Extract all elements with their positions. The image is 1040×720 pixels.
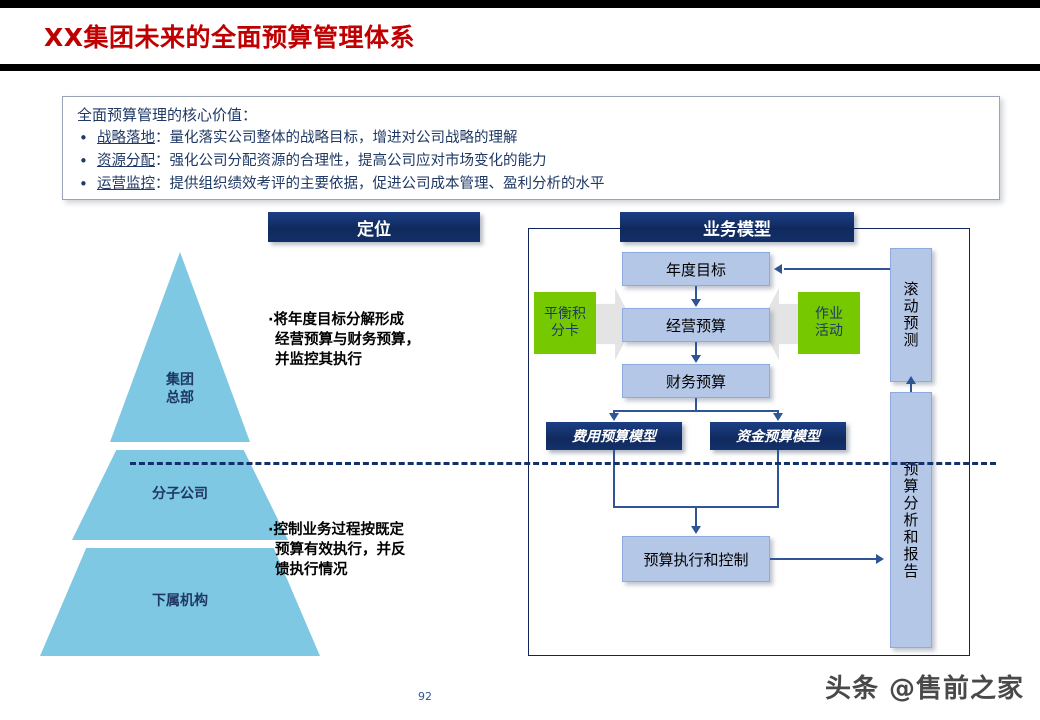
- flow-box-budget-execution: 预算执行和控制: [622, 536, 770, 582]
- header-top-rule: [0, 0, 1040, 8]
- connector-fund-down: [777, 450, 779, 508]
- list-item: • 战略落地 ： 量化落实公司整体的战略目标，增进对公司战略的理解: [79, 127, 605, 150]
- positioning-bullet-upper: ·将年度目标分解形成 经营预算与财务预算， 并监控其执行: [268, 310, 478, 370]
- arrow-down-icon: [773, 413, 783, 421]
- core-value-list: • 战略落地 ： 量化落实公司整体的战略目标，增进对公司战略的理解 • 资源分配…: [79, 127, 605, 196]
- pyramid-label-line2: 总部: [166, 389, 194, 406]
- activity-line2: 活动: [815, 323, 843, 339]
- business-model-frame: [528, 228, 970, 656]
- flow-box-rolling-forecast: 滚动预测: [890, 248, 932, 382]
- section-banner-positioning: 定位: [268, 212, 480, 242]
- list-item: • 资源分配 ： 强化公司分配资源的合理性，提高公司应对市场变化的能力: [79, 150, 605, 173]
- connector-analysis-to-rolling: [910, 382, 912, 392]
- balanced-scorecard-line1: 平衡积: [544, 306, 586, 323]
- chip-expense-budget-model: 费用预算模型: [546, 422, 682, 450]
- bullet-line: 经营预算与财务预算，: [275, 332, 420, 348]
- page-number: 92: [418, 690, 432, 703]
- core-value-keyword: 运营监控: [97, 176, 155, 192]
- arrow-down-icon: [691, 299, 701, 307]
- arrow-up-icon: [906, 376, 916, 384]
- core-value-title: 全面预算管理的核心价值：: [77, 106, 258, 124]
- list-item: • 运营监控 ： 提供组织绩效考评的主要依据，促进公司成本管理、盈利分析的水平: [79, 173, 605, 196]
- activity-box: 作业 活动: [798, 292, 860, 354]
- connector-financial-split: [613, 410, 779, 412]
- arrow-down-icon: [609, 413, 619, 421]
- pyramid-label-line1: 集团: [166, 372, 194, 388]
- core-value-callout: 全面预算管理的核心价值： • 战略落地 ： 量化落实公司整体的战略目标，增进对公…: [62, 96, 1000, 200]
- connector-expense-down: [613, 450, 615, 508]
- core-value-keyword: 资源分配: [97, 153, 155, 169]
- flow-box-operating-budget: 经营预算: [622, 308, 770, 342]
- bullet-line: ·将年度目标分解形成: [268, 312, 405, 328]
- balanced-scorecard-line2: 分卡: [551, 323, 579, 339]
- arrow-down-icon: [691, 526, 701, 534]
- connector-to-execution: [695, 506, 697, 528]
- flow-box-budget-analysis: 预算分析和报告: [890, 392, 932, 648]
- core-value-text: 提供组织绩效考评的主要依据，促进公司成本管理、盈利分析的水平: [169, 176, 605, 192]
- bullet-icon: •: [79, 175, 88, 193]
- connector-annual-to-operating: [695, 286, 697, 300]
- arrow-right-icon: [876, 554, 884, 564]
- governance-divider: [130, 462, 996, 465]
- core-value-keyword: 战略落地: [97, 130, 155, 146]
- balanced-scorecard-box: 平衡积 分卡: [534, 292, 596, 354]
- chip-fund-budget-model: 资金预算模型: [710, 422, 846, 450]
- header-bottom-rule: [0, 64, 1040, 71]
- arrow-left-icon: [774, 264, 782, 274]
- watermark: 头条 @售前之家: [824, 674, 1024, 704]
- bullet-line: 馈执行情况: [275, 562, 348, 578]
- bullet-line: ·控制业务过程按既定: [268, 522, 405, 538]
- core-value-separator: ：: [155, 130, 170, 146]
- core-value-separator: ：: [155, 153, 170, 169]
- core-value-text: 量化落实公司整体的战略目标，增进对公司战略的理解: [169, 130, 518, 146]
- connector-rolling-to-annual: [784, 268, 890, 270]
- section-banner-business-model: 业务模型: [620, 212, 854, 242]
- core-value-text: 强化公司分配资源的合理性，提高公司应对市场变化的能力: [169, 153, 547, 169]
- connector-financial-stem: [695, 398, 697, 410]
- flow-box-financial-budget: 财务预算: [622, 364, 770, 398]
- pyramid-level-headquarters: 集团 总部: [110, 252, 250, 442]
- bullet-icon: •: [79, 152, 88, 170]
- bullet-line: 预算有效执行，并反: [275, 542, 406, 558]
- bullet-icon: •: [79, 129, 88, 147]
- activity-line1: 作业: [815, 306, 843, 323]
- arrow-down-icon: [691, 355, 701, 363]
- pyramid-level-subordinate: 下属机构: [40, 548, 320, 656]
- positioning-bullet-lower: ·控制业务过程按既定 预算有效执行，并反 馈执行情况: [268, 520, 483, 580]
- bullet-line: 并监控其执行: [275, 352, 362, 368]
- page-title: XX集团未来的全面预算管理体系: [44, 23, 416, 52]
- core-value-separator: ：: [155, 176, 170, 192]
- flow-box-annual-goal: 年度目标: [622, 252, 770, 286]
- connector-operating-to-financial: [695, 342, 697, 356]
- connector-execution-to-analysis: [770, 558, 878, 560]
